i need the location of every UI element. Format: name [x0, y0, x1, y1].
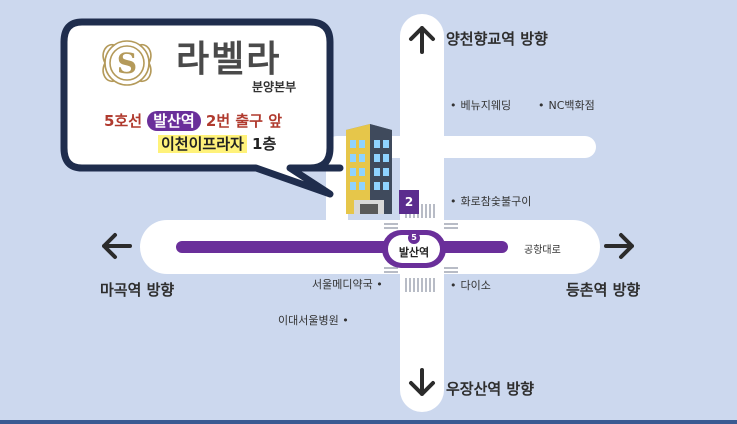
direction-south: 우장산역 방향	[446, 380, 535, 398]
landmark-pharmacy-label: 서울메디약국	[312, 278, 373, 291]
direction-north: 양천향교역 방향	[446, 30, 548, 48]
landmark-pharmacy-dot: •	[372, 278, 383, 291]
subway-line-5	[176, 241, 508, 253]
building-name: 이천이프라자	[158, 135, 247, 153]
direction-east: 등촌역 방향	[566, 281, 641, 299]
line-number-badge: 5	[408, 232, 420, 244]
landmark-hospital: 이대서울병원 •	[278, 312, 349, 328]
arrow-up-icon	[409, 26, 435, 54]
address-prefix: 5호선	[104, 112, 143, 130]
address-exit: 2번 출구 앞	[205, 112, 283, 130]
building-icon	[346, 124, 392, 214]
brand-sub: 분양본부	[252, 80, 297, 94]
landmark-daiso: 다이소	[450, 277, 491, 293]
road-upper-side	[326, 136, 596, 158]
arrow-left-icon	[102, 233, 132, 259]
landmark-hospital-dot: •	[338, 314, 349, 327]
bottom-bar	[0, 420, 737, 424]
brand-name: 라벨라	[176, 38, 282, 80]
landmark-gonghang: 공항대로	[524, 245, 561, 256]
floor-label: 1층	[252, 135, 277, 153]
landmark-hospital-label: 이대서울병원	[278, 314, 339, 327]
arrow-right-icon	[604, 233, 634, 259]
landmark-nc-dept: NC백화점	[538, 97, 595, 113]
arrow-down-icon	[409, 368, 435, 396]
svg-text:S: S	[117, 47, 137, 80]
station-highlight: 발산역	[147, 111, 201, 131]
landmark-venue-wedding: 베뉴지웨딩	[450, 97, 512, 113]
exit-2-badge: 2	[399, 190, 419, 214]
address-line-1: 5호선 발산역 2번 출구 앞	[104, 110, 282, 131]
direction-west: 마곡역 방향	[100, 281, 175, 299]
landmark-pharmacy: 서울메디약국 •	[312, 276, 383, 292]
road-side-vertical	[326, 140, 348, 226]
callout-bubble	[60, 18, 344, 198]
address-line-2: 이천이프라자 1층	[158, 133, 276, 154]
brand-logo-emblem: S	[102, 40, 152, 86]
station-marker: 5 발산역	[382, 230, 446, 268]
landmark-bbq: 화로참숯불구이	[450, 193, 532, 209]
station-name-label: 발산역	[398, 246, 430, 259]
